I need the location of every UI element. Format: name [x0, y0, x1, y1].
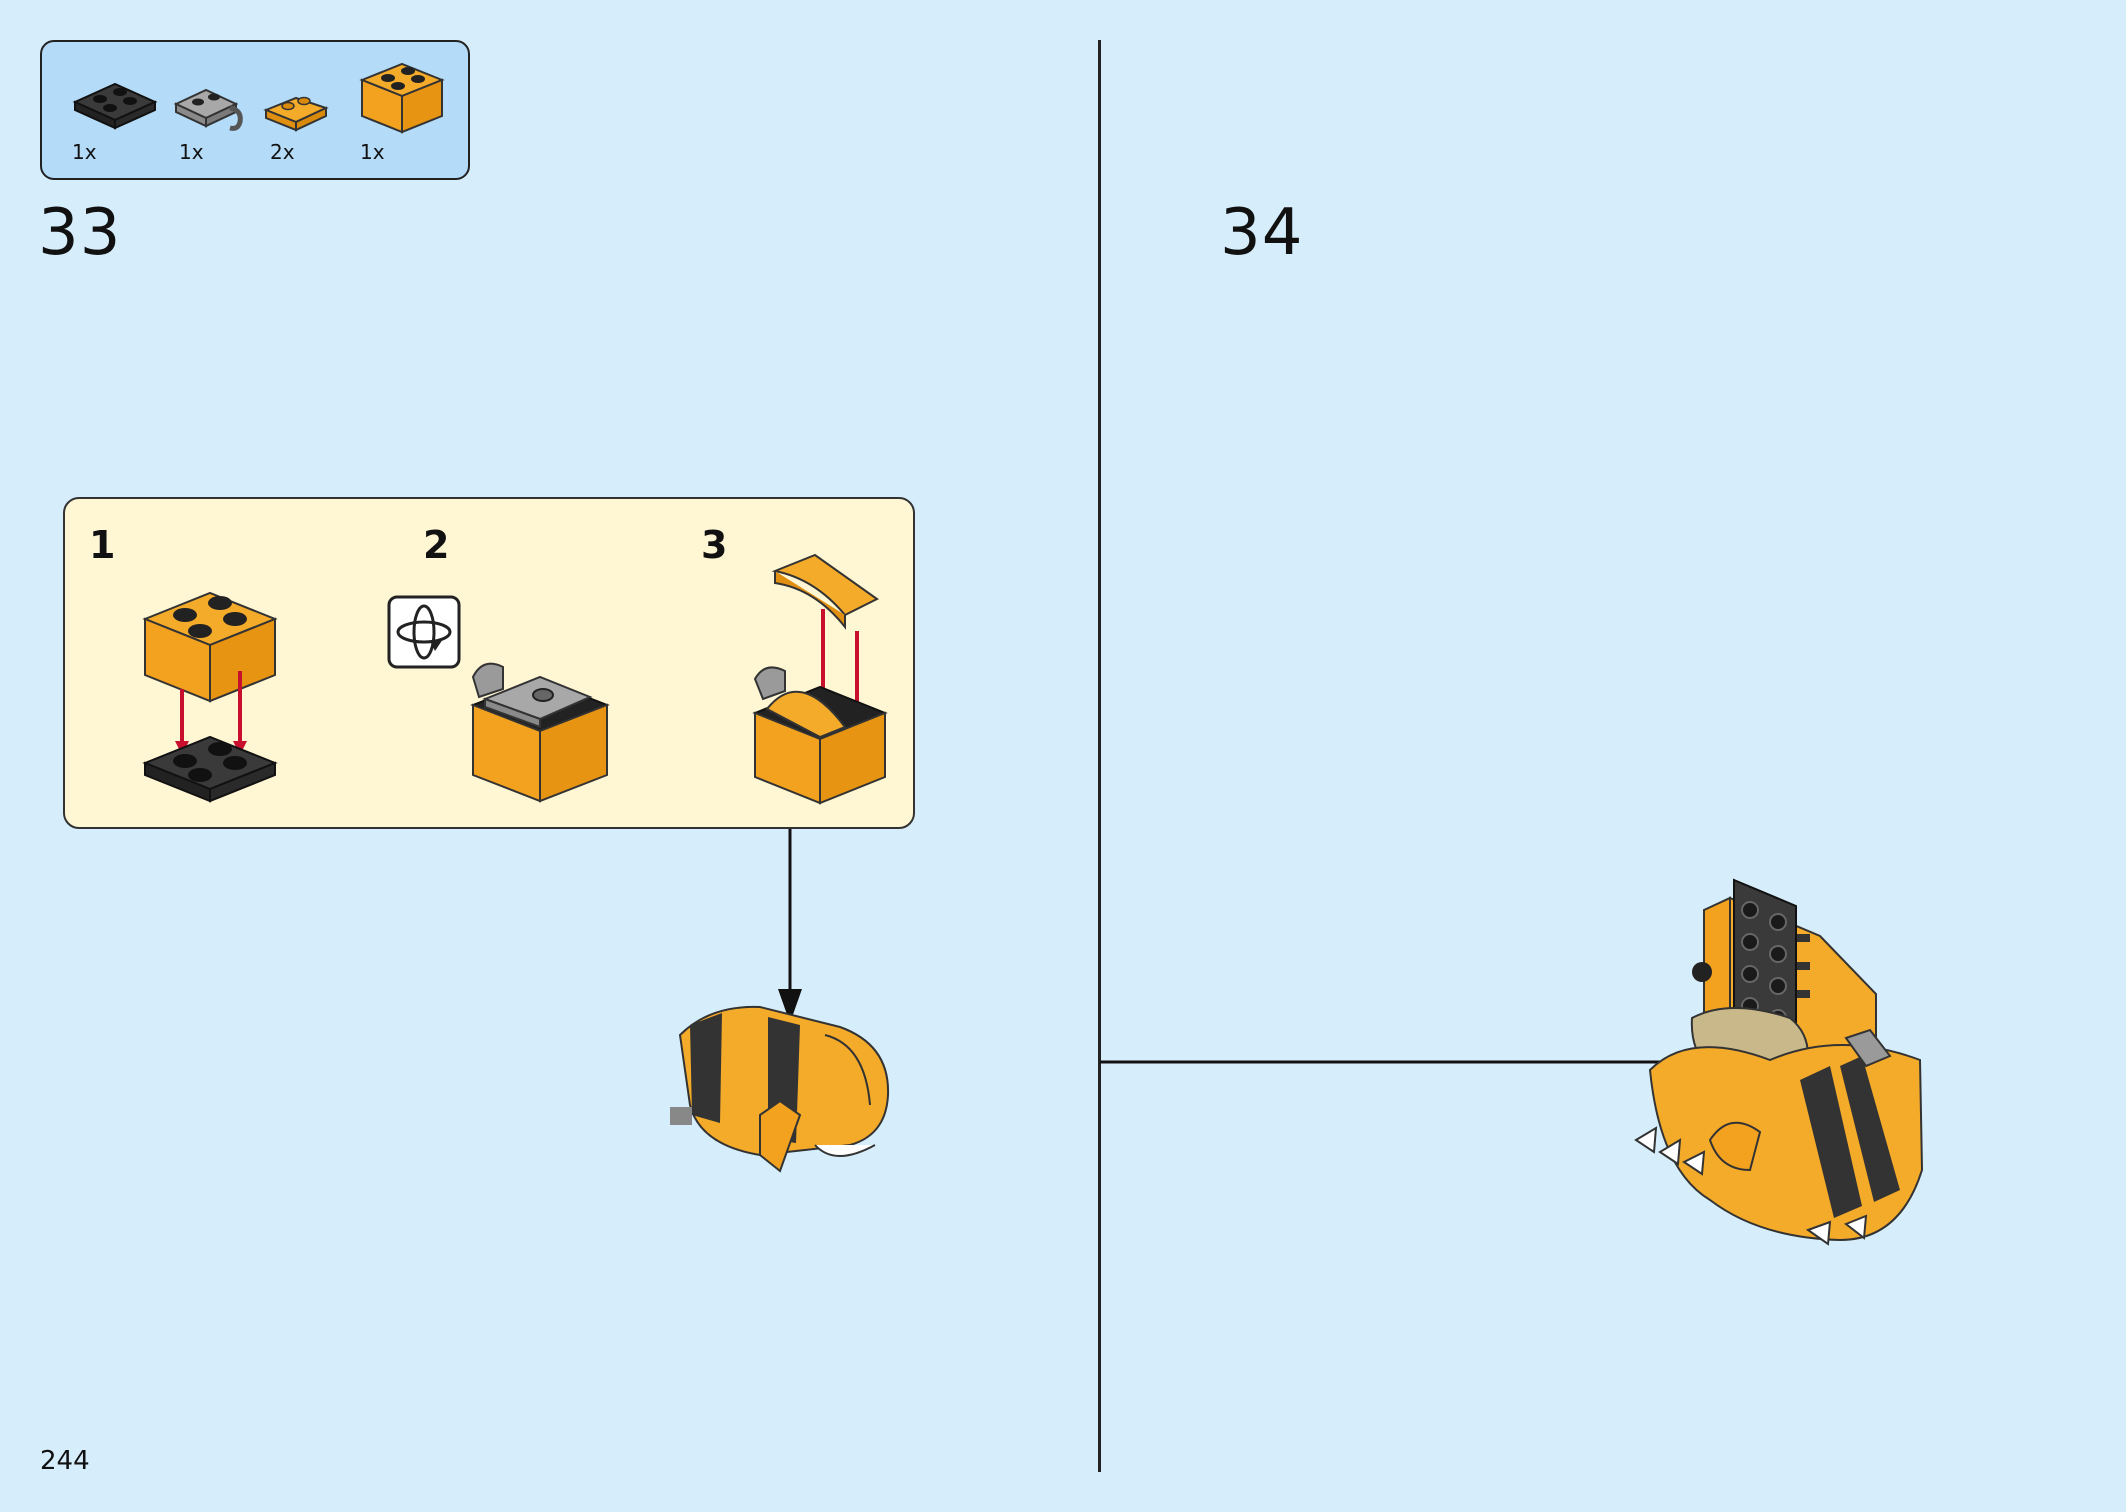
part-count-4: 1x [360, 140, 385, 164]
black-plate-part-icon [72, 82, 158, 130]
page-divider [1098, 40, 1101, 1472]
gray-clip-part-icon [173, 88, 243, 131]
page-number: 244 [40, 1446, 90, 1476]
step-34-model-illustration [1634, 878, 1924, 1246]
substeps-callout: 1 2 3 [63, 497, 915, 829]
step-33-model-illustration [670, 1005, 890, 1173]
substep-number-3: 3 [701, 523, 728, 567]
step-number-34: 34 [1220, 196, 1304, 270]
rotate-model-icon [387, 595, 461, 669]
substep-3-illustration [752, 553, 888, 805]
orange-brick-part-icon [359, 62, 445, 134]
parts-list-callout: 1x 1x 2x 1x [40, 40, 470, 180]
substep-2-illustration [470, 662, 610, 803]
orange-slope-part-icon [263, 96, 329, 132]
substep-number-1: 1 [89, 523, 116, 567]
part-count-3: 2x [270, 140, 295, 164]
part-count-1: 1x [72, 140, 97, 164]
step-number-33: 33 [38, 196, 122, 270]
substep-number-2: 2 [423, 523, 450, 567]
part-count-2: 1x [179, 140, 204, 164]
substep-1-illustration [142, 591, 278, 803]
callout-connector-arrow [778, 829, 802, 1023]
